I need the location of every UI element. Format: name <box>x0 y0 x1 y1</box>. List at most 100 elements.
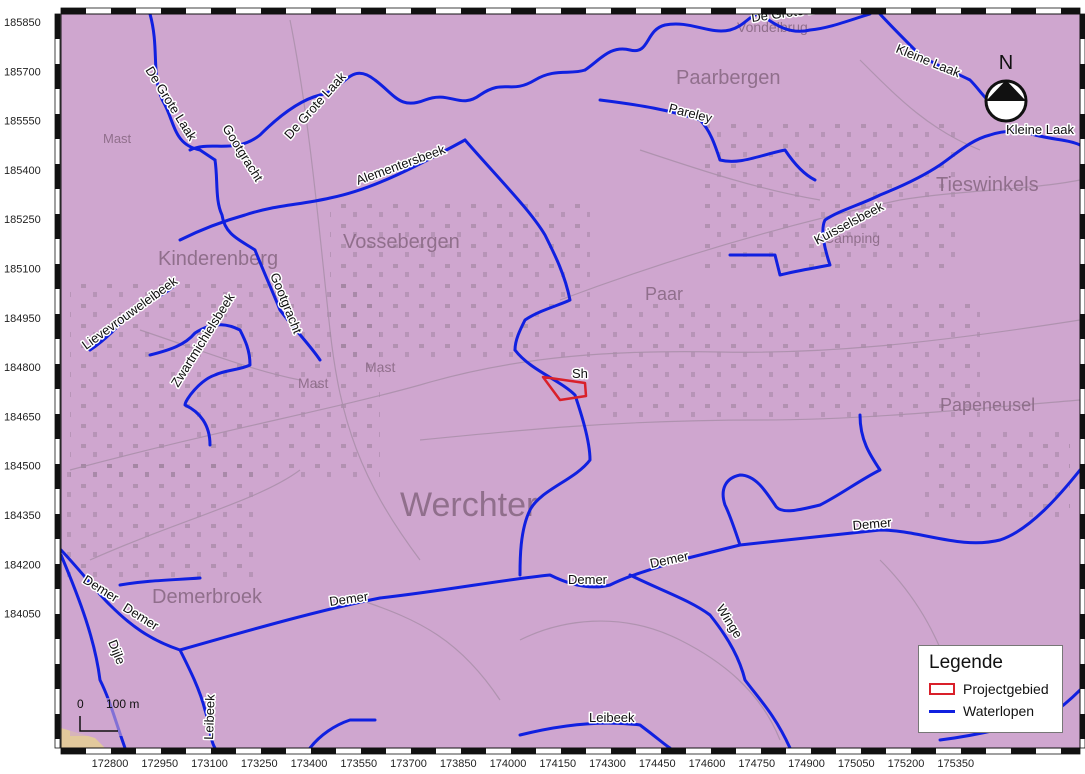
y-tick-label: 185400 <box>4 165 41 177</box>
place-label: Paar <box>645 284 683 304</box>
frame-segment <box>661 8 686 14</box>
legend-item-project: Projectgebied <box>929 678 1052 700</box>
legend: Legende Projectgebied Waterlopen <box>918 645 1063 733</box>
waterway-label: Demer <box>852 515 893 533</box>
frame-segment <box>55 264 60 289</box>
frame-border <box>60 747 1081 755</box>
frame-segment <box>311 748 336 754</box>
waterway-swatch <box>929 709 955 713</box>
frame-segment <box>361 8 386 14</box>
x-tick-label: 173250 <box>241 758 278 770</box>
frame-segment <box>511 8 536 14</box>
frame-segment <box>361 748 386 754</box>
x-tick-label: 173550 <box>340 758 377 770</box>
frame-segment <box>55 564 60 589</box>
frame-segment <box>55 314 60 339</box>
frame-segment <box>1080 614 1085 639</box>
y-tick-label: 184500 <box>4 461 41 473</box>
x-tick-label: 174150 <box>539 758 576 770</box>
place-label: Papeneusel <box>940 395 1035 415</box>
place-label: Mast <box>103 131 132 146</box>
frame-segment <box>1080 14 1085 39</box>
place-label: Paarbergen <box>676 67 781 89</box>
frame-segment <box>761 8 786 14</box>
frame-segment <box>55 214 60 239</box>
frame-segment <box>511 748 536 754</box>
x-tick-label: 174300 <box>589 758 626 770</box>
north-arrow: N <box>984 52 1028 123</box>
y-axis-ticks: 1858501857001855501854001852501851001849… <box>4 17 41 621</box>
terrain-lines <box>69 19 1080 741</box>
y-tick-label: 184200 <box>4 559 41 571</box>
frame-border <box>60 7 1081 15</box>
x-tick-label: 172950 <box>141 758 178 770</box>
frame-segment <box>211 8 236 14</box>
frame-segment <box>661 748 686 754</box>
frame-segment <box>55 714 60 739</box>
frame-segment <box>55 414 60 439</box>
frame-segment <box>1080 114 1085 139</box>
frame-segment <box>1011 8 1036 14</box>
frame-segment <box>911 8 936 14</box>
frame-segment <box>55 664 60 689</box>
frame-segment <box>1080 414 1085 439</box>
frame-segment <box>55 364 60 389</box>
place-label: Werchter <box>400 486 537 524</box>
frame-segment <box>1080 314 1085 339</box>
frame-segment <box>861 748 886 754</box>
frame-segment <box>55 64 60 89</box>
frame-segment <box>211 748 236 754</box>
place-labels: Paarbergen Vossebergen Kinderenberg Werc… <box>103 19 1039 608</box>
frame-segment <box>961 748 986 754</box>
project-area[interactable] <box>541 375 588 402</box>
scale-distance: 100 m <box>106 697 139 711</box>
waterway-label: Kleine Laak <box>1006 122 1074 137</box>
x-tick-label: 174750 <box>738 758 775 770</box>
frame-segment <box>1080 214 1085 239</box>
scale-zero: 0 <box>77 697 84 711</box>
legend-item-label: Waterlopen <box>963 703 1035 719</box>
scale-bar: 0 100 m <box>70 697 148 736</box>
frame-segment <box>161 748 186 754</box>
frame-segment <box>1080 514 1085 539</box>
frame-segment <box>161 8 186 14</box>
frame-segment <box>55 464 60 489</box>
y-tick-label: 184650 <box>4 411 41 423</box>
frame-segment <box>1080 664 1085 689</box>
waterways <box>61 14 1080 748</box>
x-tick-label: 173400 <box>291 758 328 770</box>
waterway-label: Demer <box>328 589 369 609</box>
frame-segment <box>611 8 636 14</box>
frame-segment <box>611 748 636 754</box>
place-label: Tieswinkels <box>936 174 1039 196</box>
y-tick-label: 184050 <box>4 609 41 621</box>
north-label: N <box>999 52 1013 74</box>
x-tick-label: 175350 <box>937 758 974 770</box>
frame-segment <box>1080 364 1085 389</box>
frame-segment <box>961 8 986 14</box>
x-tick-label: 172800 <box>92 758 129 770</box>
frame-segment <box>55 14 60 39</box>
frame-segment <box>311 8 336 14</box>
frame-segment <box>1061 8 1080 14</box>
frame-segment <box>811 8 836 14</box>
x-tick-label: 174600 <box>689 758 726 770</box>
y-tick-label: 184950 <box>4 313 41 325</box>
frame-segment <box>261 8 286 14</box>
frame-segment <box>561 8 586 14</box>
frame-segment <box>111 8 136 14</box>
frame-segment <box>1080 164 1085 189</box>
waterway-label: Demer <box>568 572 608 587</box>
frame-segment <box>55 114 60 139</box>
y-tick-label: 185700 <box>4 66 41 78</box>
y-tick-label: 185550 <box>4 116 41 128</box>
frame-segment <box>1011 748 1036 754</box>
place-label: Kinderenberg <box>158 248 278 270</box>
frame-segment <box>1080 714 1085 739</box>
waterway-label: Sh <box>572 366 588 381</box>
frame-segment <box>61 748 86 754</box>
frame-segment <box>55 514 60 539</box>
x-tick-label: 173700 <box>390 758 427 770</box>
place-label: Demerbroek <box>152 586 263 608</box>
